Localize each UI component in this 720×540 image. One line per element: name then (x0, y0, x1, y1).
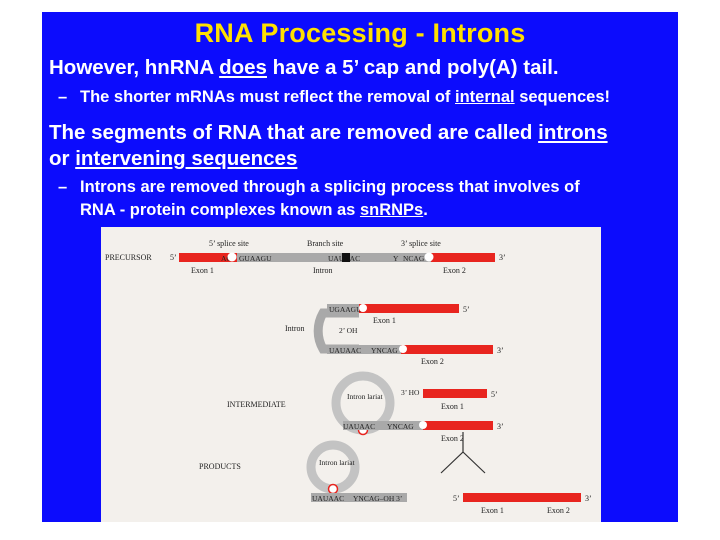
branch-a-marker-icon (342, 253, 350, 262)
intermediate-3prime: 3’ (497, 422, 504, 431)
step1-intron-top (327, 304, 359, 313)
step1-exon2 (401, 345, 493, 354)
products-intron-tail (311, 493, 407, 502)
seq-guaagu: GUAAGU (239, 254, 272, 263)
intermediate-oh: 3’ HO (401, 388, 420, 397)
step1-exon1 (359, 304, 459, 313)
dash-marker: – (58, 178, 68, 196)
step1-3prime: 3’ (497, 346, 504, 355)
products-exon2-label: Exon 2 (547, 506, 570, 515)
seq-ag: AG (221, 254, 232, 263)
splice3-marker-icon (424, 252, 434, 262)
seq-y: Y (393, 254, 399, 263)
step1-splice5-icon (359, 304, 367, 312)
arrow-right-icon (462, 451, 486, 474)
bullet-hnrna-post: have a 5’ cap and poly(A) tail. (266, 56, 559, 79)
splice3-label: 3’ splice site (401, 239, 441, 248)
subbullet-splicing-line2: RNA - protein complexes known as snRNPs. (58, 199, 580, 222)
precursor-exon2 (431, 253, 495, 262)
step1-splice3-icon (399, 345, 407, 353)
subbullet-mrna-post: sequences! (514, 88, 610, 106)
subbullet-splicing-text1: Introns are removed through a splicing p… (80, 178, 580, 196)
bullet-intervening-term: intervening sequences (75, 147, 298, 170)
subbullet-splicing-pre: RNA - protein complexes known as (80, 201, 360, 219)
products-exon1-label: Exon 1 (481, 506, 504, 515)
splice5-marker-icon (227, 252, 237, 262)
bullet-hnrna: However, hnRNA does have a 5’ cap and po… (49, 56, 559, 80)
seq-ncag: NCAG (403, 254, 425, 263)
step1-5prime: 5’ (463, 305, 470, 314)
intron-loop (313, 308, 359, 354)
intermediate-exon1-label: Exon 1 (441, 402, 464, 411)
step1-seq-top: UGAAGU (329, 305, 362, 314)
bullet-hnrna-underlined: does (219, 56, 267, 79)
branch-site-label: Branch site (307, 239, 344, 248)
step1-seq-ncag: YNCAG (371, 346, 398, 355)
bullet-introns-term: introns (538, 121, 608, 144)
products-seq-branch: UAUAAC (312, 494, 344, 503)
intermediate-exon2-label: Exon 2 (441, 434, 464, 443)
bullet-introns-line1-pre: The segments of RNA that are removed are… (49, 121, 539, 144)
products-5prime: 5’ (453, 494, 460, 503)
precursor-label: PRECURSOR (105, 253, 152, 262)
splice5-label: 5’ splice site (209, 239, 249, 248)
subbullet-mrna-underlined: internal (455, 88, 515, 106)
intermediate-5prime: 5’ (491, 390, 498, 399)
precursor-exon2-label: Exon 2 (443, 266, 466, 275)
bullet-introns-line1: The segments of RNA that are removed are… (49, 120, 608, 146)
subbullet-splicing-post: . (423, 201, 428, 219)
precursor-exon1-label: Exon 1 (191, 266, 214, 275)
products-lariat-label: Intron lariat (319, 458, 356, 467)
products-seq-tail: YNCAG–OH 3’ (353, 494, 402, 503)
step1-exon2-label: Exon 2 (421, 357, 444, 366)
subbullet-mrna: –The shorter mRNAs must reflect the remo… (58, 88, 610, 107)
intermediate-lariat-label: Intron lariat (347, 392, 384, 401)
splicing-diagram: PRECURSOR 5’ 5’ splice site Branch site … (101, 227, 601, 522)
intermediate-seq-branch: UAUAAC (343, 422, 375, 431)
intermediate-exon2 (423, 421, 493, 430)
bullet-introns-line2-pre: or (49, 147, 76, 170)
intermediate-seq-ncag: YNCAG (387, 422, 414, 431)
step1-seq-branch: UAUAAC (329, 346, 361, 355)
bullet-hnrna-pre: However, hnRNA (49, 56, 220, 79)
subbullet-splicing: –Introns are removed through a splicing … (58, 176, 580, 222)
intermediate-label: INTERMEDIATE (227, 400, 286, 409)
products-lariat (306, 440, 360, 494)
slide: RNA Processing - Introns However, hnRNA … (42, 12, 678, 522)
intermediate-intron-tail (343, 421, 423, 430)
precursor-intron-label: Intron (313, 266, 333, 275)
step1-intron-bottom (327, 345, 401, 354)
step1-intron-label: Intron (285, 324, 305, 333)
step1-exon1-label: Exon 1 (373, 316, 396, 325)
dash-marker: – (58, 88, 68, 106)
step1-oh: 2’ OH (339, 326, 358, 335)
snrnps-term: snRNPs (359, 201, 424, 219)
bullet-introns-line2: or intervening sequences (49, 146, 608, 172)
intermediate-splice3-icon (419, 421, 427, 429)
products-label: PRODUCTS (199, 462, 241, 471)
precursor-exon1 (179, 253, 237, 262)
precursor-3prime: 3’ (499, 253, 506, 262)
subbullet-mrna-pre: The shorter mRNAs must reflect the remov… (80, 88, 456, 106)
slide-title: RNA Processing - Introns (194, 18, 526, 48)
subbullet-splicing-line1: –Introns are removed through a splicing … (58, 176, 580, 199)
products-3prime: 3’ (585, 494, 592, 503)
intermediate-exon1 (423, 389, 487, 398)
bullet-introns: The segments of RNA that are removed are… (49, 120, 608, 172)
splicing-diagram-svg: PRECURSOR 5’ 5’ splice site Branch site … (105, 239, 592, 515)
products-mrna (463, 493, 581, 502)
precursor-intron (237, 253, 431, 262)
precursor-5prime: 5’ (170, 253, 177, 262)
products-branch-icon (327, 483, 339, 495)
